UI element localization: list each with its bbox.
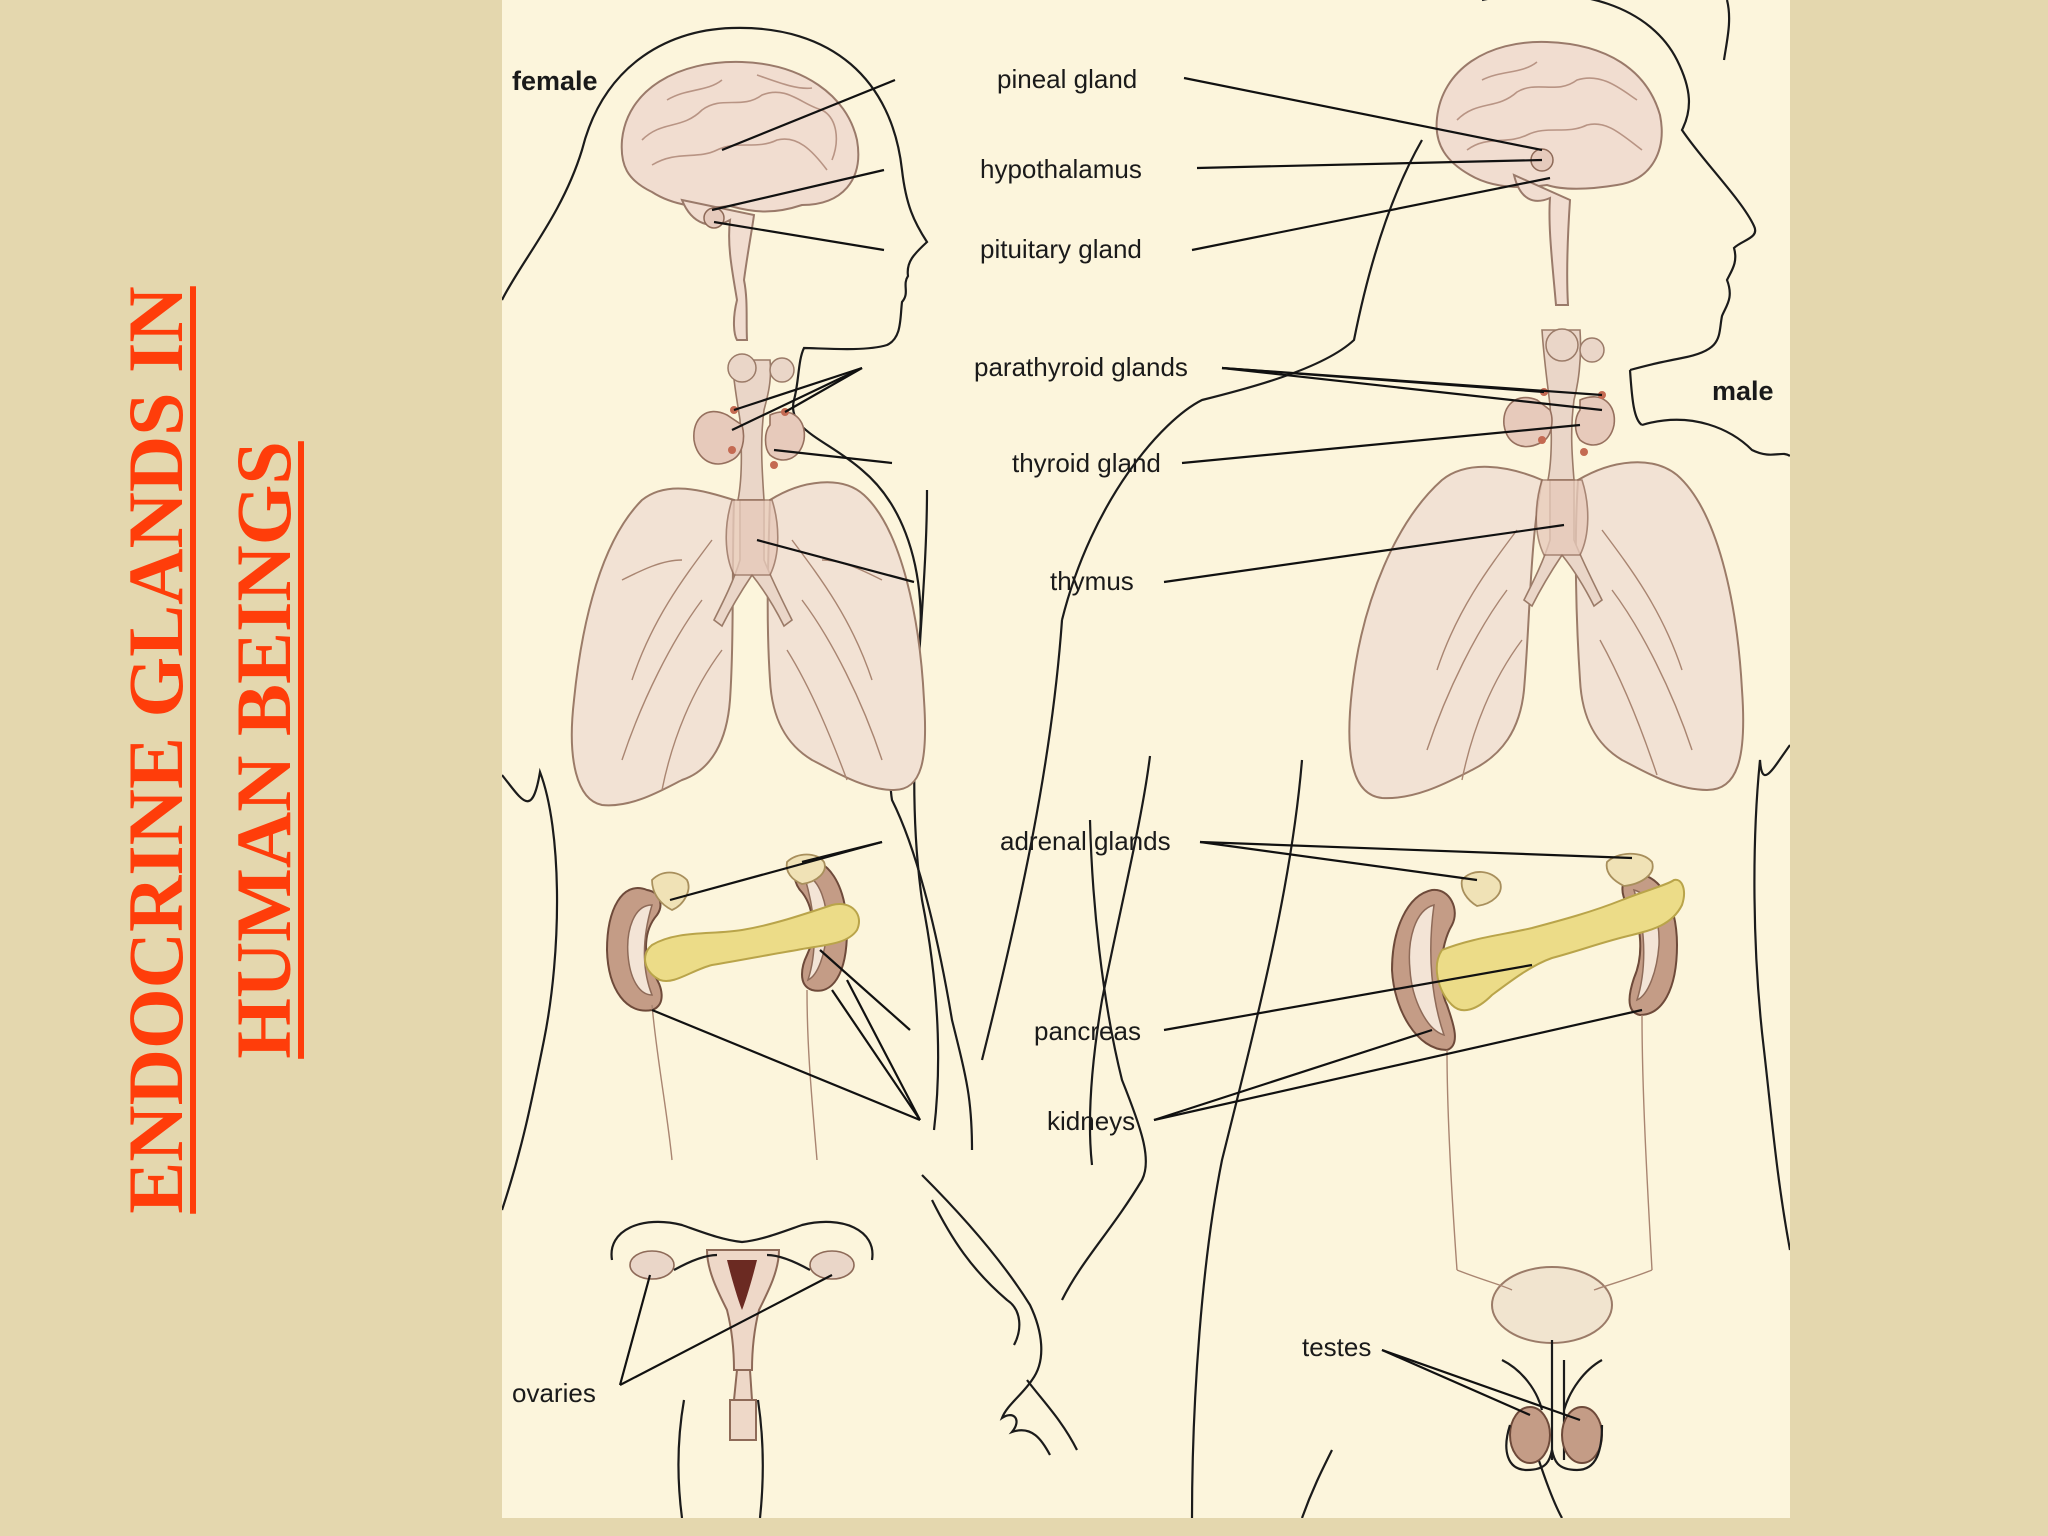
- label-kidneys: kidneys: [1047, 1106, 1135, 1136]
- label-thyroid-gland: thyroid gland: [1012, 448, 1161, 478]
- slide-title-rotated: ENDOCRINE GLANDS IN HUMAN BEINGS: [102, 200, 318, 1300]
- label-pituitary-gland: pituitary gland: [980, 234, 1142, 264]
- female-abdominal-organs: [605, 853, 860, 1161]
- label-ovaries: ovaries: [512, 1378, 596, 1408]
- leader-lines: [618, 76, 1643, 1422]
- diagram-svg: female male pineal gland hypothalamus pi…: [502, 0, 1790, 1518]
- female-reproductive-organs: [610, 1220, 874, 1441]
- label-testes: testes: [1302, 1332, 1371, 1362]
- label-thymus: thymus: [1050, 566, 1134, 596]
- female-brain: [620, 60, 860, 341]
- arm-outlines: [913, 489, 1304, 1518]
- slide-title: ENDOCRINE GLANDS IN HUMAN BEINGS: [100, 200, 320, 1300]
- male-abdominal-organs: [1390, 852, 1685, 1344]
- male-brain: [1435, 40, 1663, 306]
- female-neck-glands: [693, 353, 806, 501]
- label-pancreas: pancreas: [1034, 1016, 1141, 1046]
- female-label: female: [512, 66, 598, 96]
- label-hypothalamus: hypothalamus: [980, 154, 1142, 184]
- label-parathyroid-glands: parathyroid glands: [974, 352, 1188, 382]
- male-lungs: [1348, 461, 1745, 800]
- female-body-outline: [502, 26, 1051, 1518]
- male-label: male: [1712, 376, 1774, 406]
- male-reproductive-organs: [1501, 1340, 1604, 1472]
- label-pineal-gland: pineal gland: [997, 64, 1137, 94]
- title-line-2: HUMAN BEINGS: [220, 441, 307, 1059]
- male-body-outline: [1060, 0, 1790, 1518]
- female-lungs: [570, 481, 927, 807]
- endocrine-diagram: female male pineal gland hypothalamus pi…: [502, 0, 1790, 1518]
- label-adrenal-glands: adrenal glands: [1000, 826, 1171, 856]
- title-line-1: ENDOCRINE GLANDS IN: [112, 286, 199, 1214]
